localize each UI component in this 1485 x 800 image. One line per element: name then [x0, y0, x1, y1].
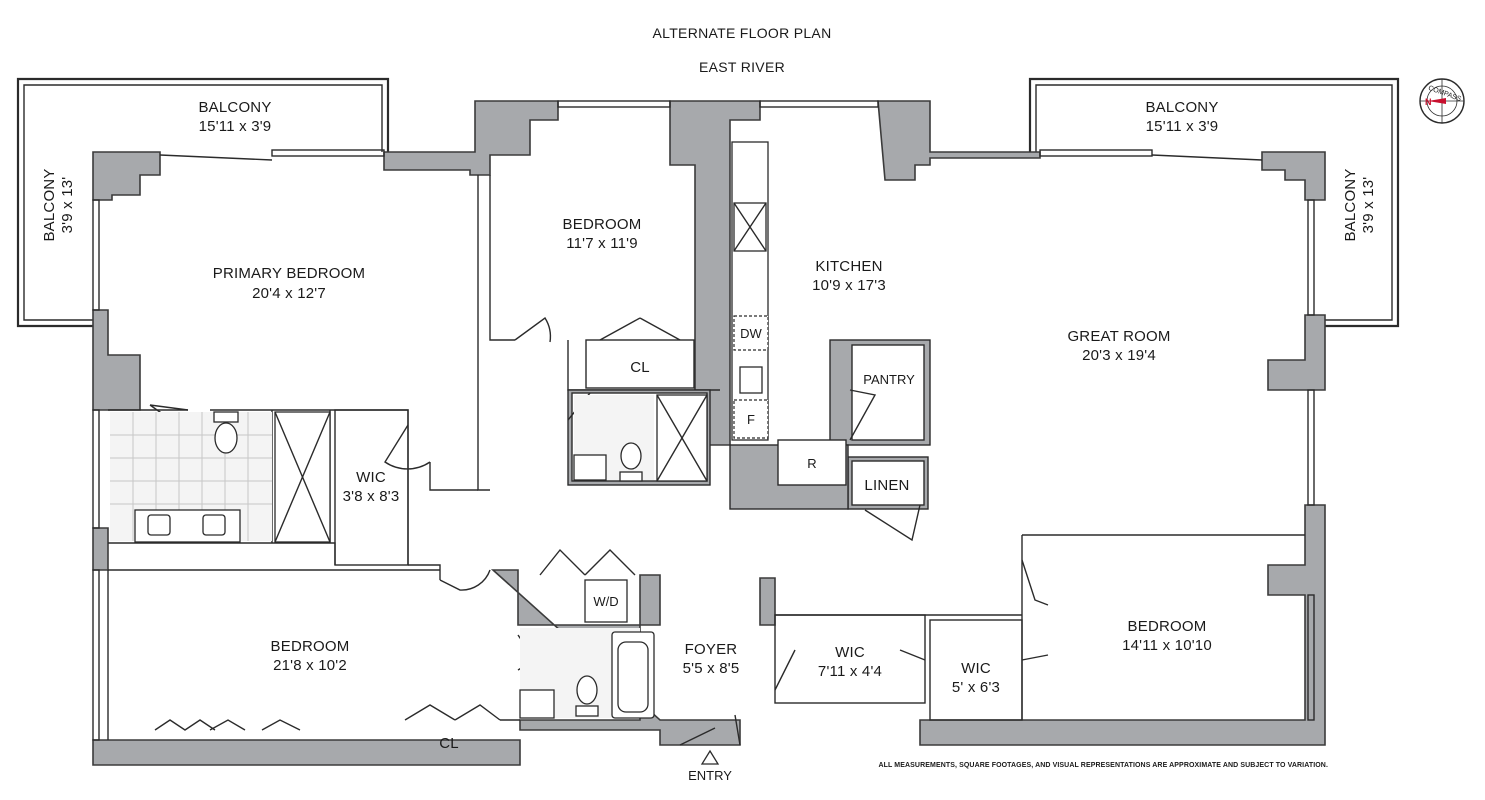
- pantry-label: PANTRY: [863, 372, 915, 387]
- washer-dryer-label: W/D: [593, 594, 618, 609]
- bedroom-lower-right-dims: 14'11 x 10'10: [1122, 637, 1212, 654]
- toilet-icon: [213, 411, 239, 454]
- balcony-right: [1028, 77, 1400, 328]
- bedroom-lower-left-dims: 21'8 x 10'2: [273, 657, 347, 674]
- kitchen-dims: 10'9 x 17'3: [812, 277, 886, 294]
- closet-lower-label: CL: [439, 735, 459, 752]
- balcony-top-right-dims: 15'11 x 3'9: [1146, 118, 1219, 135]
- dishwasher-label: DW: [740, 326, 762, 341]
- bedroom-upper-name: BEDROOM: [563, 216, 642, 233]
- linen-label: LINEN: [864, 477, 909, 494]
- toilet-icon: [575, 675, 599, 717]
- fixture-labels: CL CL PANTRY LINEN DW F R W/D: [439, 326, 915, 752]
- refrigerator-label: R: [807, 456, 816, 471]
- kitchen-name: KITCHEN: [815, 258, 882, 275]
- balcony-top-left-name: BALCONY: [198, 99, 271, 116]
- stove-icon: [733, 202, 767, 252]
- balcony-side-right-name: BALCONY: [1342, 168, 1359, 241]
- balcony-side-left-name: BALCONY: [41, 168, 58, 241]
- entry-label: ENTRY: [688, 768, 732, 783]
- wic-right-dims: 5' x 6'3: [952, 679, 1000, 696]
- toilet-icon: [619, 442, 643, 482]
- wic-primary-name: WIC: [356, 469, 386, 486]
- shower-icon: [656, 394, 708, 482]
- bedroom-lower-right-name: BEDROOM: [1128, 618, 1207, 635]
- plan-title: ALTERNATE FLOOR PLAN: [653, 25, 832, 41]
- great-room-dims: 20'3 x 19'4: [1082, 347, 1156, 364]
- windows: [92, 100, 1315, 741]
- bedroom-upper-dims: 11'7 x 11'9: [566, 235, 638, 252]
- wic-right-name: WIC: [961, 660, 991, 677]
- entry-arrow-icon: [700, 749, 720, 765]
- fixtures: [110, 141, 769, 765]
- bedroom-lower-left-name: BEDROOM: [271, 638, 350, 655]
- balcony-side-right-dims: 3'9 x 13': [1360, 177, 1377, 234]
- plan-subtitle: EAST RIVER: [699, 59, 785, 75]
- wic-center-dims: 7'11 x 4'4: [818, 663, 882, 680]
- compass-north-label: N: [1425, 97, 1432, 107]
- wic-primary-dims: 3'8 x 8'3: [343, 488, 400, 505]
- wic-center-name: WIC: [835, 644, 865, 661]
- balcony-side-left-dims: 3'9 x 13': [59, 177, 76, 234]
- bathtub-icon: [611, 631, 655, 719]
- balcony-top-left-dims: 15'11 x 3'9: [199, 118, 272, 135]
- closet-upper-label: CL: [630, 359, 650, 376]
- primary-bedroom-name: PRIMARY BEDROOM: [213, 265, 365, 282]
- shower-icon: [274, 411, 331, 543]
- compass-icon: N COMPASS: [1419, 78, 1465, 124]
- freezer-label: F: [747, 412, 755, 427]
- balcony-top-right-name: BALCONY: [1145, 99, 1218, 116]
- disclaimer-text: ALL MEASUREMENTS, SQUARE FOOTAGES, AND V…: [878, 762, 1328, 769]
- foyer-name: FOYER: [685, 641, 738, 658]
- foyer-dims: 5'5 x 8'5: [683, 660, 740, 677]
- primary-bedroom-dims: 20'4 x 12'7: [252, 285, 326, 302]
- great-room-name: GREAT ROOM: [1067, 328, 1170, 345]
- balcony-left: [16, 77, 390, 328]
- room-labels: BALCONY 15'11 x 3'9 BALCONY 3'9 x 13' BA…: [41, 99, 1377, 696]
